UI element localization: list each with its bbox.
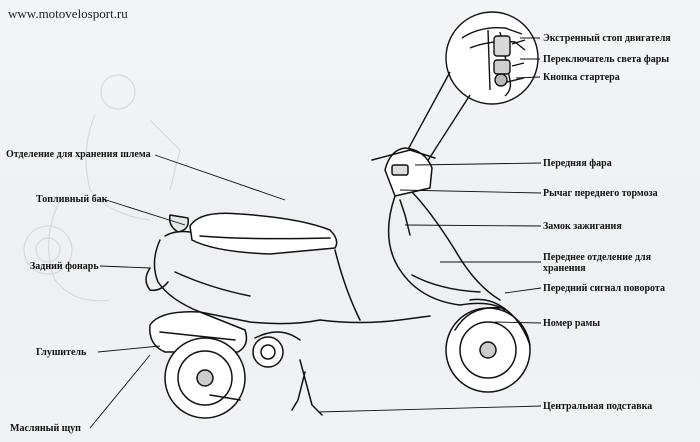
label-ignition-lock: Замок зажигания — [543, 221, 622, 232]
label-helmet-storage: Отделение для хранения шлема — [6, 149, 151, 160]
label-fuel-tank: Топливный бак — [36, 194, 108, 205]
label-frame-number: Номер рамы — [543, 318, 601, 329]
label-emergency-stop: Экстренный стоп двигателя — [543, 33, 671, 44]
handlebar-zoom-detail — [404, 11, 539, 166]
label-front-brake-lever: Рычаг переднего тормоза — [543, 188, 658, 199]
site-url: www.motovelosport.ru — [8, 6, 128, 21]
label-light-switch: Переключатель света фары — [543, 54, 670, 65]
label-rear-light: Задний фонарь — [30, 261, 99, 272]
background-ghost-figure — [23, 74, 181, 302]
label-front-storage: Переднее отделение для хранения — [543, 252, 652, 274]
scooter-body — [145, 147, 531, 419]
label-muffler: Глушитель — [36, 347, 87, 358]
label-starter-button: Кнопка стартера — [543, 72, 620, 83]
label-front-turn-signal: Передний сигнал поворота — [543, 283, 665, 294]
leader-lines — [89, 37, 542, 429]
label-center-stand: Центральная подставка — [543, 401, 653, 412]
label-headlight: Передняя фара — [543, 158, 612, 169]
label-dipstick: Масляный щуп — [10, 423, 81, 434]
